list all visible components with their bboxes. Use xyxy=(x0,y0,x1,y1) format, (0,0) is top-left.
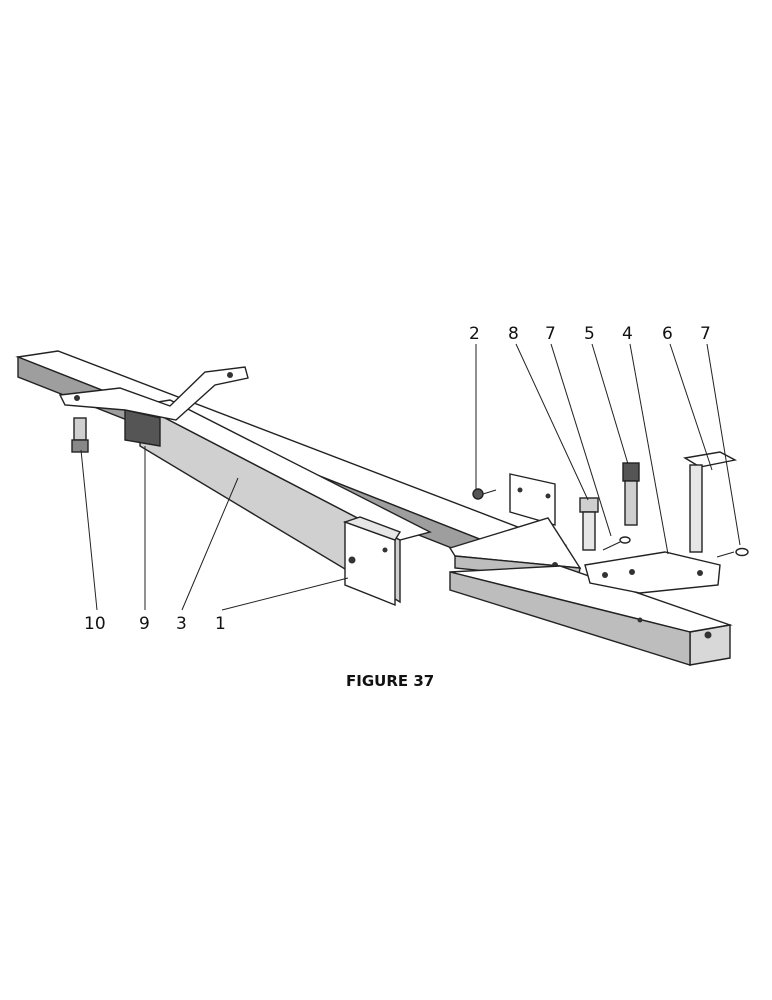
callout-5: 5 xyxy=(584,324,595,344)
lynch-pin-7b xyxy=(716,547,749,558)
callout-8: 8 xyxy=(508,324,519,344)
callout-9: 9 xyxy=(139,614,150,634)
figure-caption: FIGURE 37 xyxy=(346,672,434,690)
leader-lines xyxy=(80,343,741,611)
callout-1: 1 xyxy=(215,614,226,634)
pin-6 xyxy=(683,451,738,553)
drawbar xyxy=(449,565,733,666)
callout-7-right: 7 xyxy=(700,324,711,344)
callout-2: 2 xyxy=(469,324,480,344)
callout-4: 4 xyxy=(622,324,633,344)
bolt-5 xyxy=(622,462,640,526)
end-plate xyxy=(342,516,402,607)
hitch-block xyxy=(584,551,721,594)
pin-8 xyxy=(579,497,599,551)
lynch-pin-7a xyxy=(602,536,631,551)
callouts-top: 2 8 7 5 4 6 7 xyxy=(469,324,711,344)
cross-bracket xyxy=(58,366,249,447)
mounting-plate xyxy=(509,473,556,526)
bolt-2 xyxy=(472,488,497,500)
bolt-10 xyxy=(71,417,89,453)
callout-10: 10 xyxy=(84,614,106,634)
callout-6: 6 xyxy=(662,324,673,344)
callouts-bottom: 10 9 3 1 xyxy=(84,614,226,634)
callout-7: 7 xyxy=(545,324,556,344)
callout-3: 3 xyxy=(176,614,187,634)
